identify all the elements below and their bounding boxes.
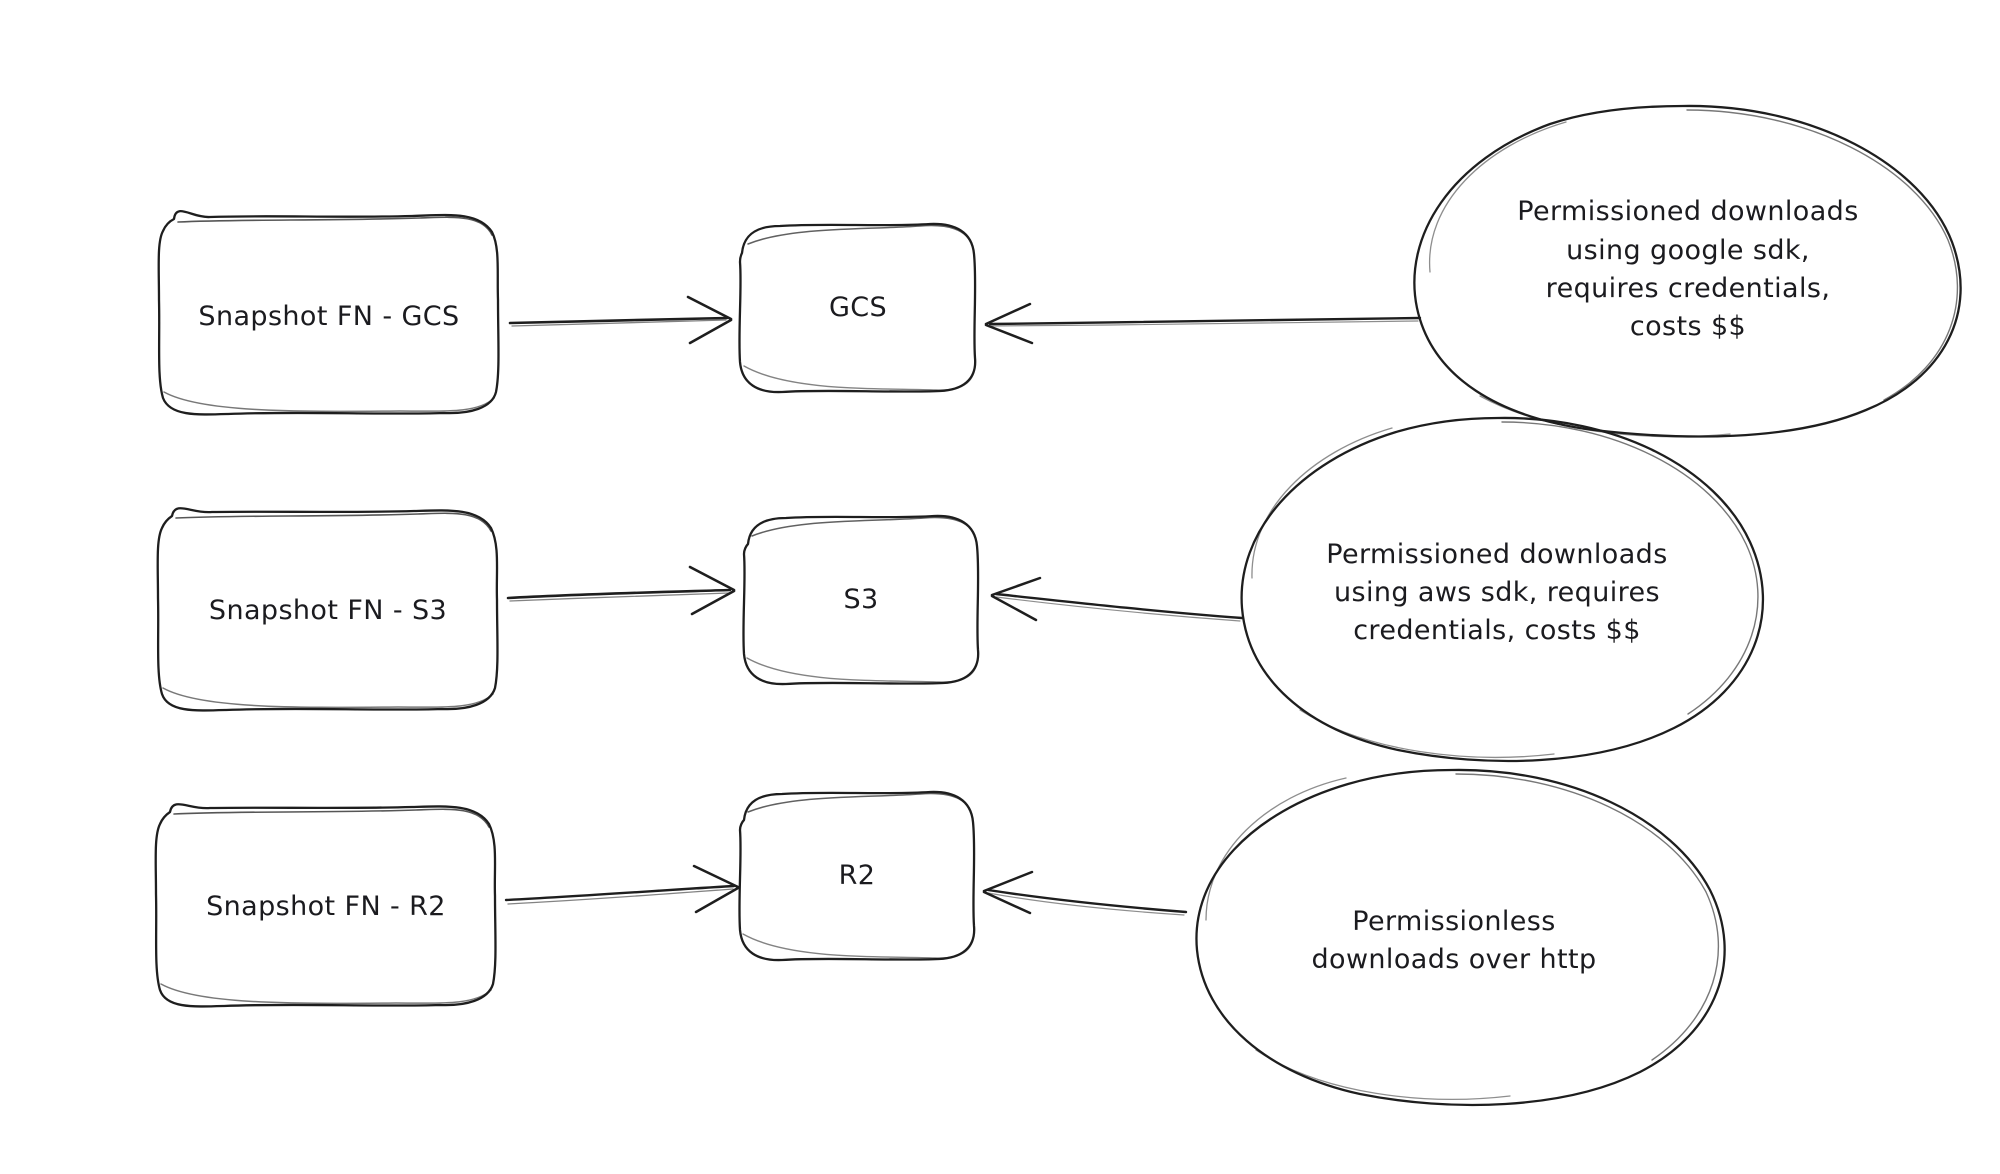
node-snapshot-fn-s3[interactable] <box>156 507 499 712</box>
arrow-snapshot-fn-s3-to-s3 <box>506 565 736 616</box>
node-gcs-store[interactable] <box>738 222 977 394</box>
node-snapshot-fn-r2[interactable] <box>154 803 497 1008</box>
arrow-s3-note-to-s3 <box>990 576 1244 622</box>
row-s3 <box>156 416 1765 763</box>
arrow-r2-note-to-r2 <box>982 870 1188 916</box>
node-snapshot-fn-gcs[interactable] <box>157 210 500 416</box>
row-gcs <box>157 104 1962 438</box>
arrow-snapshot-fn-r2-to-r2 <box>504 864 740 914</box>
arrow-snapshot-fn-gcs-to-gcs <box>508 295 733 345</box>
node-s3-store[interactable] <box>742 514 980 686</box>
arrow-gcs-note-to-gcs <box>984 302 1422 345</box>
note-ellipse-r2[interactable] <box>1195 768 1726 1107</box>
node-r2-store[interactable] <box>738 790 976 962</box>
note-ellipse-s3[interactable] <box>1240 416 1765 763</box>
row-r2 <box>154 768 1726 1107</box>
note-ellipse-gcs[interactable] <box>1413 104 1962 438</box>
